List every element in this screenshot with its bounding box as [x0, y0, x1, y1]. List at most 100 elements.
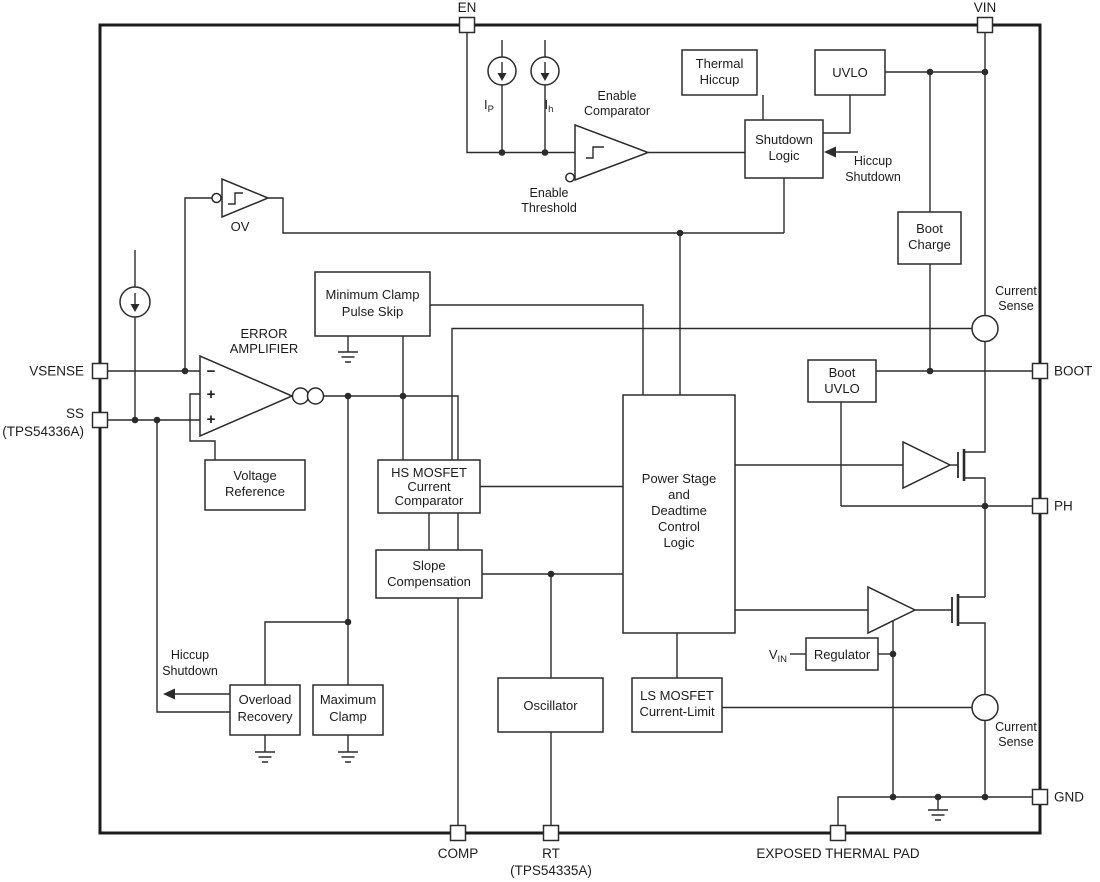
pin-gnd-label: GND [1054, 790, 1084, 805]
pin-vin-label: VIN [974, 0, 997, 15]
ss-current-source [119, 286, 151, 318]
ground-symbols [255, 351, 948, 821]
wire-ov-out [268, 197, 784, 234]
ip-label: IP [484, 97, 494, 115]
block-uvlo: UVLO [814, 49, 886, 96]
ground-icon [338, 351, 358, 363]
wire-ea-out-comp [324, 395, 459, 826]
svg-text:RT(TPS54335A): RT(TPS54335A) [510, 846, 592, 878]
enable-comparator-symbol [565, 123, 651, 183]
wire-gnd [837, 796, 1033, 826]
pin-vsense: VSENSE [29, 362, 109, 380]
svg-text:UVLO: UVLO [832, 65, 867, 80]
wires [107, 33, 1033, 826]
pin-en: EN [458, 0, 476, 34]
pin-vsense-label: VSENSE [29, 364, 84, 379]
vin-regulator-label: VIN [769, 647, 787, 665]
ls-mosfet-symbol [951, 594, 960, 626]
pin-ph-square [1031, 497, 1049, 515]
down-arrow-icon [497, 73, 507, 81]
pin-comp-square [449, 824, 467, 842]
wire-uvlo-shutdown [823, 95, 851, 134]
ground-icon [338, 751, 358, 763]
pin-thermal-pad-square [829, 824, 847, 842]
pin-comp-label: COMP [438, 846, 479, 861]
ov-comparator-symbol [211, 177, 270, 219]
pin-ss: SS(TPS54336A) [2, 406, 109, 439]
gm-output-icon [291, 387, 310, 405]
wire-en [466, 33, 575, 154]
ea-minus-input-label: − [207, 363, 216, 380]
hs-mosfet-symbol [957, 449, 966, 481]
current-sense-bottom-symbol [971, 693, 999, 722]
ea-plus-mid-input-label: + [207, 386, 216, 403]
pin-rt: RT(TPS54335A) [510, 824, 592, 878]
pin-ss-square [91, 411, 109, 429]
hiccup-shutdown-arrow-right-icon [824, 146, 836, 158]
pin-vin: VIN [974, 0, 997, 34]
pin-rt-square [542, 824, 560, 842]
pin-thermal-pad-label: EXPOSED THERMAL PAD [756, 846, 920, 861]
ih-current-source [530, 56, 560, 86]
hysteresis-icon [228, 192, 243, 205]
junction-dots [131, 68, 989, 801]
ground-icon [255, 751, 275, 763]
wire-minclamp-powerstage [430, 304, 644, 395]
pin-gnd-square [1031, 788, 1049, 806]
inverting-bubble-icon [211, 192, 222, 204]
wire-ss-overload [156, 420, 230, 713]
svg-text:Regulator: Regulator [814, 647, 871, 662]
wire-ov-in [184, 197, 212, 371]
pin-en-square [458, 16, 476, 34]
pin-vin-square [976, 16, 994, 34]
wire-overload-branch [264, 621, 348, 685]
hysteresis-icon [586, 146, 604, 159]
ip-current-source [487, 56, 517, 86]
pin-boot: BOOT [1031, 362, 1092, 380]
error-amplifier-symbol [199, 354, 325, 438]
ea-plus-low-input-label: + [207, 411, 216, 428]
hs-gate-driver-symbol [902, 440, 952, 490]
ground-icon [928, 809, 948, 821]
wire-vref-ea [189, 393, 216, 460]
ic-boundary [98, 23, 1042, 835]
pin-thermal-pad: EXPOSED THERMAL PAD [756, 824, 920, 861]
wire-sense-top [451, 327, 972, 460]
ls-gate-driver-symbol [867, 585, 917, 635]
pin-boot-label: BOOT [1054, 364, 1092, 379]
block-oscillator: Oscillator [497, 677, 604, 733]
wire-ls-source [958, 622, 986, 695]
down-arrow-icon [540, 73, 550, 81]
current-sense-top-symbol [971, 314, 999, 343]
ih-label: Ih [545, 97, 554, 115]
threshold-terminal-icon [565, 172, 575, 183]
svg-text:SS(TPS54336A): SS(TPS54336A) [2, 406, 84, 439]
